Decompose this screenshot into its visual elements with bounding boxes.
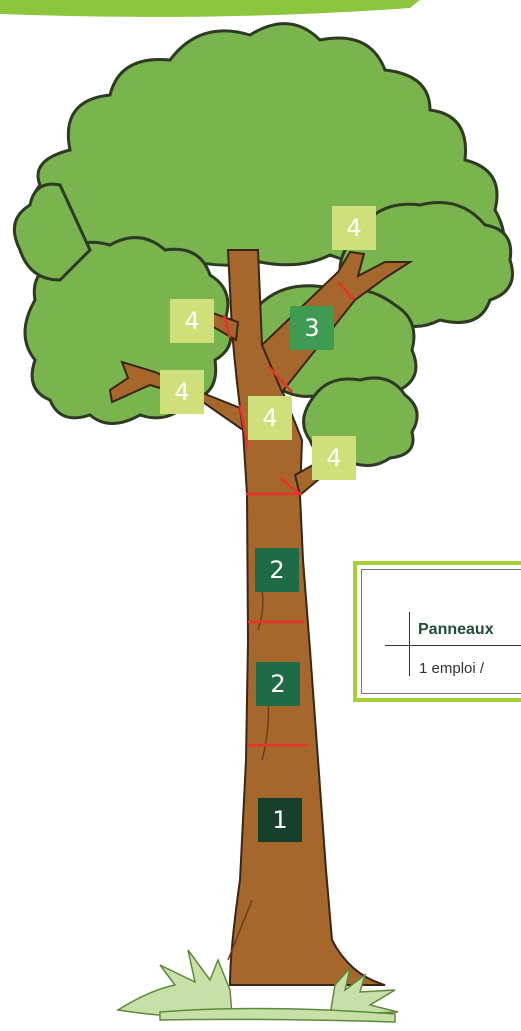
grass-left xyxy=(118,950,232,1017)
label-4-center: 4 xyxy=(248,396,292,440)
table-horizontal-divider xyxy=(385,645,521,646)
label-4-left: 4 xyxy=(160,370,204,414)
table-header-cell: Panneaux xyxy=(418,621,494,639)
label-2-upper: 2 xyxy=(255,548,299,592)
top-green-rule xyxy=(0,0,420,17)
table-vertical-divider xyxy=(409,612,410,676)
label-4-left-upper: 4 xyxy=(170,299,214,343)
label-3: 3 xyxy=(290,306,334,350)
label-2-lower: 2 xyxy=(256,662,300,706)
table-data-cell: 1 emploi / xyxy=(419,660,484,677)
label-1: 1 xyxy=(258,798,302,842)
label-4-right-low: 4 xyxy=(312,436,356,480)
label-4-top: 4 xyxy=(332,206,376,250)
